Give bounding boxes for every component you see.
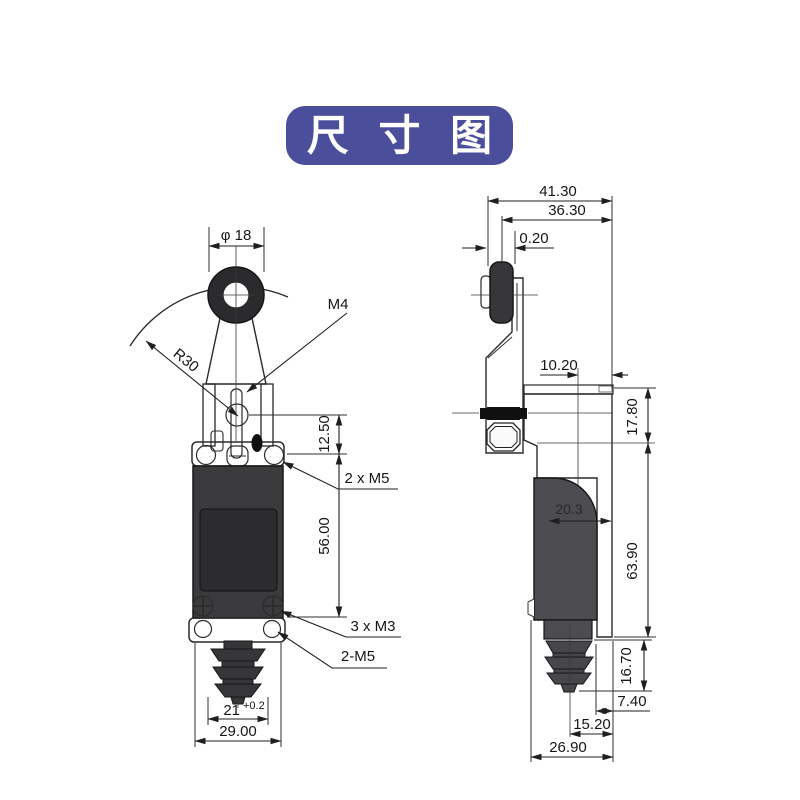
dim-head-height: 12.50 [249,414,347,455]
cover-screw-right [262,595,284,617]
title-badge: 尺 寸 图 [286,106,513,165]
dim-label-bellows-edge-offset: 7.40 [617,693,646,710]
head-screw-hole-left [195,444,217,466]
dim-base-width: 29.00 [194,643,282,747]
dim-label-head-screws: 2 x M5 [344,470,389,487]
dim-base-depth: 26.90 [530,620,614,762]
head-top-notch [598,385,613,393]
dim-label-body-height: 63.90 [624,542,641,580]
dim-label-mount-width: 21 [223,702,240,719]
dim-mount-width: 21 +0.2 [207,697,269,725]
body-cover-panel [199,508,278,592]
bellows [544,640,594,693]
plunger-neck [543,619,593,640]
dim-cover-screws: 3 x M3 [280,610,401,638]
dim-lever-radius: R30 [145,340,239,417]
base-hole-right [262,619,282,639]
dim-label-head-height: 12.50 [316,415,333,453]
bellows [210,640,266,705]
dim-label-plunger-center-offset: 15.20 [573,716,611,733]
side-view: 41.30 36.30 0.20 10.20 17.80 [452,183,656,762]
fork-arm-left [202,383,216,447]
dim-head-height: 17.80 [614,387,656,444]
leader-line [280,610,401,638]
plunger-housing [533,477,598,621]
dim-roller-offset: 0.20 [462,230,554,264]
page-title: 尺 寸 图 [307,112,501,159]
dim-label-base-width: 29.00 [219,723,257,740]
leader-line [145,340,239,417]
dim-label-lever-radius: R30 [170,345,202,376]
front-view: φ 18 R30 M4 12.50 2 x M5 56.00 [129,227,401,747]
dim-label-overall-depth: 41.30 [539,183,577,200]
dim-label-base-screws: 2-M5 [341,648,375,665]
dim-plunger-center-offset: 15.20 [569,641,614,762]
hex-nut-inner [489,426,518,448]
dim-base-screws: 2-M5 [277,631,387,669]
cover-screw-left [192,595,214,617]
pivot-tab-right [520,408,527,419]
m4-screw-rod [230,388,243,459]
dim-label-head-top-depth: 10.20 [540,357,578,374]
dim-label-bellows-height: 16.70 [618,647,635,685]
dim-label-lever-screw: M4 [328,296,349,313]
roller-side [489,261,514,324]
lever-side [485,277,524,454]
leader-line [277,631,387,669]
dim-lever-screw: M4 [246,296,349,393]
leader-line [246,312,348,393]
base-hole-left [193,619,213,639]
side-body [523,393,613,638]
dim-head-screws: 2 x M5 [282,461,398,490]
dim-bellows-edge-offset: 7.40 [595,644,650,715]
housing-notch [527,598,535,618]
base-plate [188,617,286,643]
dim-roller-diameter: φ 18 [208,227,265,272]
pivot-band [487,407,520,420]
dim-roller-center-depth: 36.30 [501,202,613,264]
head-stud [210,430,224,452]
seal-plug [251,434,263,452]
dim-label-head-height: 17.80 [624,398,641,436]
dim-label-cover-screws: 3 x M3 [350,618,395,635]
dim-label-roller-center-depth: 36.30 [548,202,586,219]
head-screw-hole-right [263,444,285,466]
dim-label-body-recess-depth: 20.3 [555,501,582,517]
dim-body-height: 63.90 [614,442,656,638]
badge-background [286,106,513,165]
dim-label-base-depth: 26.90 [549,739,587,756]
dim-head-top-depth: 10.20 [540,357,628,379]
dim-label-body-height: 56.00 [316,517,333,555]
dim-label-roller-offset: 0.20 [519,230,548,247]
dim-overall-depth: 41.30 [487,183,613,388]
lever-inner-line [487,336,513,359]
dim-body-recess-depth: 20.3 [548,501,612,525]
dim-label-mount-width-tolerance: +0.2 [243,700,265,712]
pivot-tab-left [480,408,487,419]
dim-bellows-height: 16.70 [579,639,652,692]
lever-swing-arc [129,286,289,347]
dim-label-roller-diameter: φ 18 [221,227,252,244]
hex-nut [486,422,521,452]
